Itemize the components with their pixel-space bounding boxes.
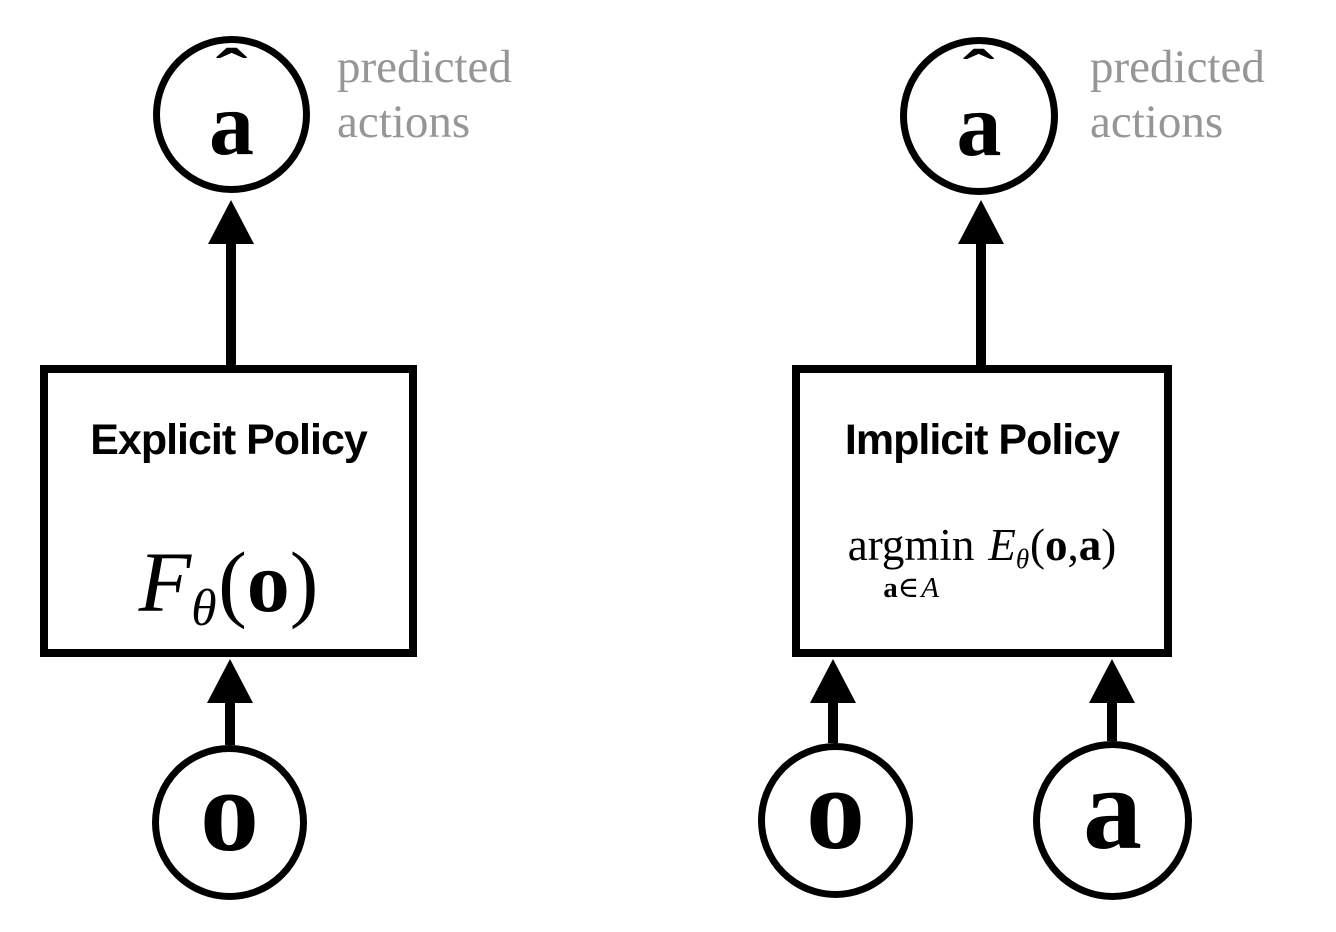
formula-lparen: ( bbox=[1029, 520, 1045, 570]
arrow-box-to-output bbox=[958, 200, 1004, 365]
formula-fn: F bbox=[138, 534, 192, 630]
observation-node: o bbox=[152, 745, 307, 900]
hat-accent: ˆ bbox=[963, 37, 995, 109]
a-hat-symbol: ˆ a bbox=[209, 35, 254, 174]
arrow-observation-to-box bbox=[810, 659, 856, 743]
argmin-operator-stack: argmin a∈A bbox=[847, 520, 975, 604]
element-of-symbol: ∈ bbox=[897, 571, 920, 604]
implicit-policy-title: Implicit Policy bbox=[844, 416, 1120, 464]
argmin-constraint: a∈A bbox=[883, 571, 939, 604]
node-letter: o bbox=[806, 742, 865, 874]
formula-fn: E bbox=[988, 520, 1016, 570]
argmin-operator: argmin bbox=[847, 520, 975, 570]
constraint-var: a bbox=[883, 571, 898, 604]
a-hat-symbol: ˆ a bbox=[956, 37, 1002, 176]
node-letter: a bbox=[209, 74, 254, 174]
arrowhead-icon bbox=[1089, 659, 1135, 703]
predicted-actions-label-line1: predicted bbox=[337, 41, 512, 93]
arrow-stem bbox=[225, 698, 235, 745]
predicted-actions-label-line1: predicted bbox=[1090, 41, 1265, 93]
explicit-policy-box: Explicit Policy Fθ(o) bbox=[40, 365, 417, 657]
explicit-policy-title: Explicit Policy bbox=[90, 416, 368, 464]
action-node: a bbox=[1033, 741, 1192, 900]
arrowhead-icon bbox=[207, 659, 253, 703]
formula-observation-arg: o bbox=[1044, 520, 1068, 570]
formula-comma: , bbox=[1067, 520, 1079, 570]
arrow-action-to-box bbox=[1089, 659, 1135, 741]
arrowhead-icon bbox=[208, 200, 254, 244]
energy-function-term: Eθ(o,a) bbox=[988, 520, 1117, 574]
formula-observation-arg: o bbox=[246, 534, 290, 630]
formula-rparen: ) bbox=[1101, 520, 1117, 570]
arrow-observation-to-box bbox=[207, 659, 253, 745]
explicit-policy-formula: Fθ(o) bbox=[48, 535, 409, 638]
formula-rparen: ) bbox=[289, 534, 319, 630]
predicted-actions-node: ˆ a bbox=[153, 36, 310, 193]
arrow-stem bbox=[976, 239, 986, 365]
node-letter: o bbox=[200, 744, 259, 876]
observation-node: o bbox=[758, 743, 913, 898]
hat-accent: ˆ bbox=[215, 35, 248, 107]
arrow-stem bbox=[226, 239, 236, 365]
implicit-policy-formula: argmin a∈A Eθ(o,a) bbox=[800, 520, 1164, 604]
arrow-stem bbox=[1107, 698, 1117, 741]
formula-action-arg: a bbox=[1078, 520, 1102, 570]
formula-theta-subscript: θ bbox=[191, 580, 217, 638]
predicted-actions-label-line2: actions bbox=[337, 96, 471, 149]
arrowhead-icon bbox=[958, 200, 1004, 244]
arrow-stem bbox=[828, 698, 838, 743]
predicted-actions-label: predicted actions bbox=[1090, 40, 1265, 151]
predicted-actions-label: predicted actions bbox=[337, 40, 512, 151]
arrowhead-icon bbox=[810, 659, 856, 703]
formula-lparen: ( bbox=[218, 534, 247, 630]
predicted-actions-label-line2: actions bbox=[1090, 96, 1224, 149]
predicted-actions-node: ˆ a bbox=[900, 37, 1058, 195]
formula-theta-subscript: θ bbox=[1015, 543, 1030, 574]
node-letter: a bbox=[1083, 742, 1142, 874]
arrow-box-to-output bbox=[208, 200, 254, 365]
node-letter: a bbox=[956, 76, 1002, 176]
action-set-symbol: A bbox=[921, 571, 939, 604]
implicit-policy-box: Implicit Policy argmin a∈A Eθ(o,a) bbox=[792, 365, 1172, 657]
